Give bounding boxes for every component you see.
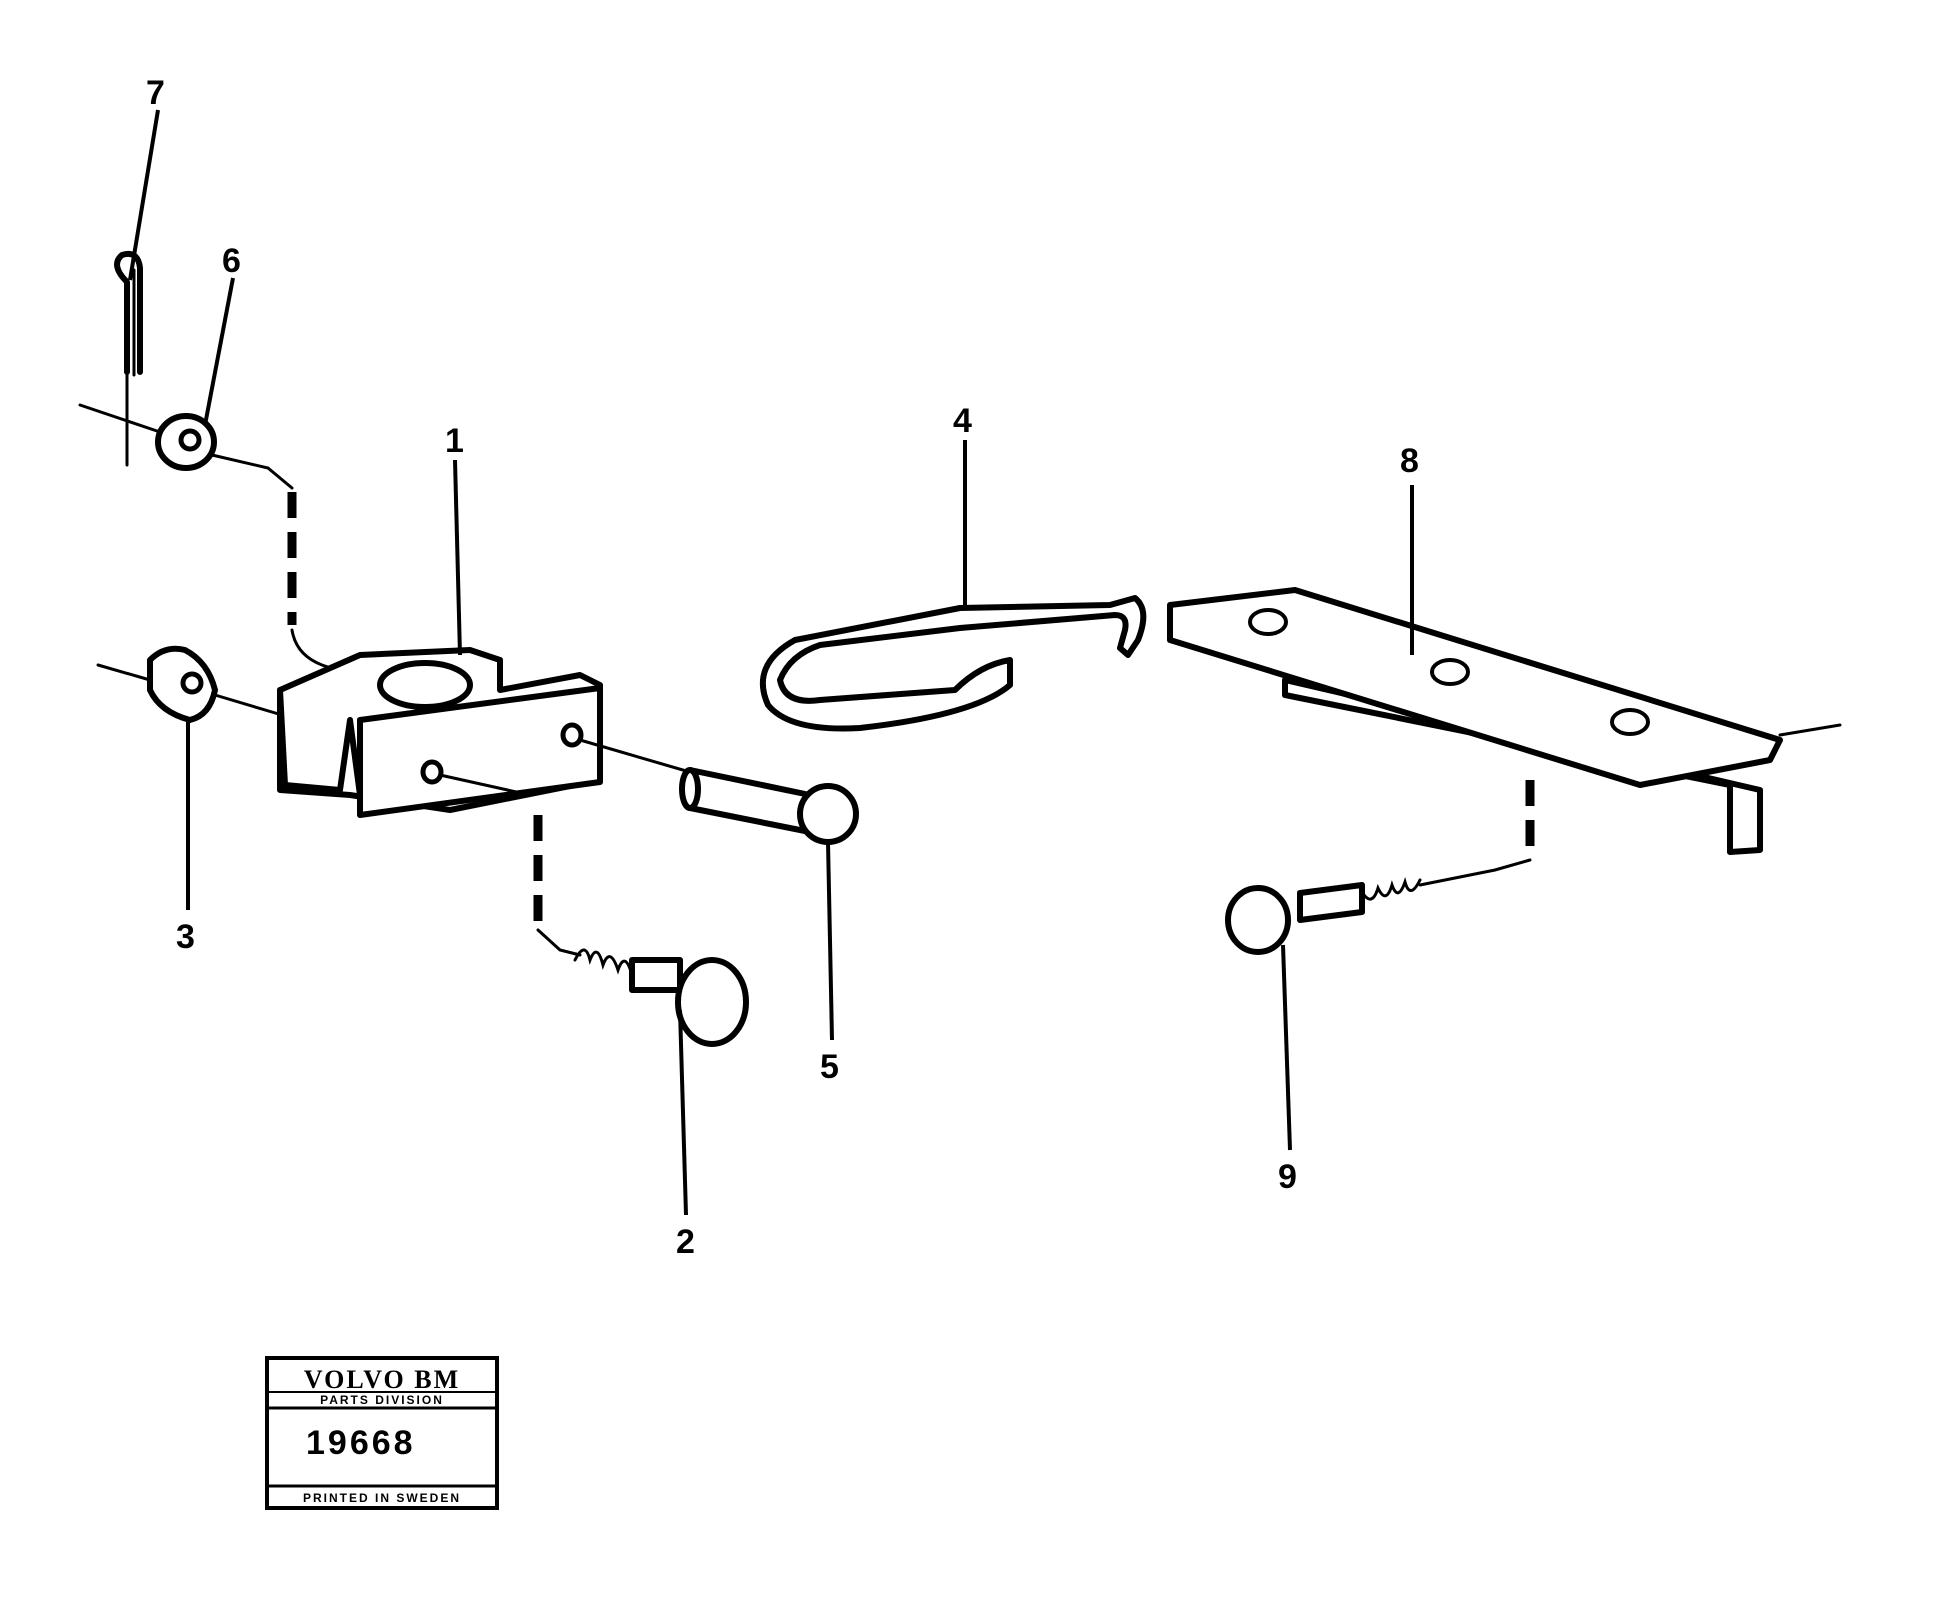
- callout-9: 9: [1278, 1158, 1297, 1196]
- callout-6: 6: [222, 242, 241, 280]
- volvo-bm-stamp: VOLVO BM PARTS DIVISION 19668 PRINTED IN…: [265, 1356, 499, 1510]
- stamp-printed: PRINTED IN SWEDEN: [303, 1491, 461, 1505]
- bracket: [277, 647, 702, 818]
- stamp-brand: VOLVO BM: [304, 1365, 460, 1394]
- leader-lines: [128, 109, 1414, 1216]
- callout-5: 5: [820, 1048, 839, 1086]
- stamp-division: PARTS DIVISION: [320, 1393, 444, 1407]
- callout-3: 3: [176, 918, 195, 956]
- callout-7: 7: [146, 74, 165, 112]
- callout-4: 4: [953, 402, 972, 440]
- callout-1: 1: [445, 422, 464, 460]
- stamp-number: 19668: [306, 1424, 416, 1462]
- washer: [78, 403, 362, 680]
- hook-rod: [759, 595, 1147, 732]
- plate: [1167, 587, 1842, 855]
- bolt: [1225, 780, 1535, 955]
- bolt: [533, 815, 749, 1047]
- callout-8: 8: [1400, 442, 1419, 480]
- cotter-pin: [114, 250, 143, 467]
- callout-2: 2: [676, 1223, 695, 1261]
- nut: [96, 645, 284, 723]
- pin: [679, 767, 859, 845]
